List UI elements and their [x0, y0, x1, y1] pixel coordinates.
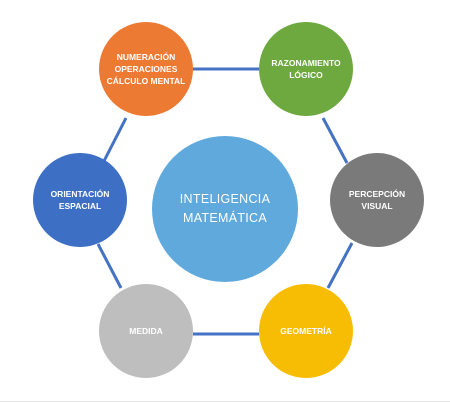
node-orientacion: ORIENTACIÓN ESPACIAL — [33, 153, 127, 247]
node-medida-label: MEDIDA — [129, 325, 163, 336]
link-medida-orientacion — [96, 243, 123, 289]
node-numeracion-label: NUMERACIÓN OPERACIONES CÁLCULO MENTAL — [106, 51, 186, 87]
node-razonamiento: RAZONAMIENTO LÓGICO — [259, 22, 353, 116]
node-percepcion: PERCEPCIÓN VISUAL — [330, 153, 424, 247]
center-label: INTELIGENCIA MATEMÁTICA — [179, 191, 271, 225]
node-numeracion: NUMERACIÓN OPERACIONES CÁLCULO MENTAL — [99, 22, 193, 116]
link-orientacion-numeracion — [101, 117, 128, 164]
node-percepcion-label: PERCEPCIÓN VISUAL — [348, 188, 406, 211]
node-geometria: GEOMETRÍA — [259, 284, 353, 378]
link-percepcion-geometria — [326, 242, 354, 289]
node-geometria-label: GEOMETRÍA — [280, 325, 332, 336]
node-orientacion-label: ORIENTACIÓN ESPACIAL — [50, 188, 110, 211]
node-inteligencia-matematica: INTELIGENCIA MATEMÁTICA — [152, 136, 298, 282]
node-medida: MEDIDA — [99, 284, 193, 378]
node-razonamiento-label: RAZONAMIENTO LÓGICO — [271, 57, 341, 80]
link-razonamiento-percepcion — [321, 117, 349, 164]
